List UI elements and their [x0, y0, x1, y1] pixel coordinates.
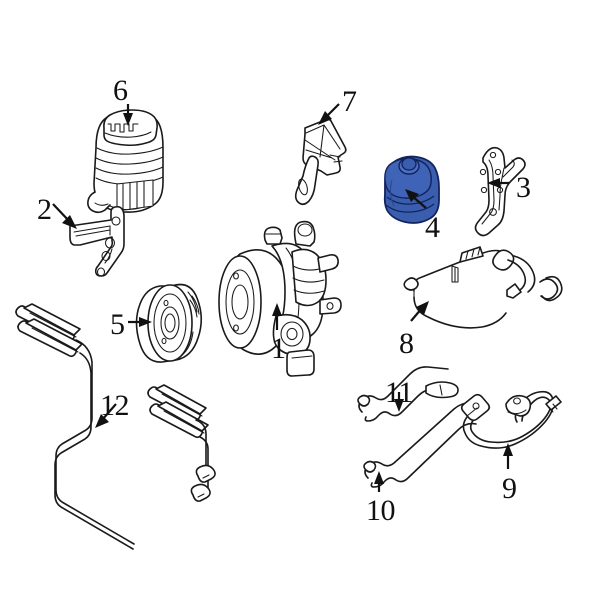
part-2-reservoir-mounting-bracket — [69, 205, 125, 277]
part-11-return-hose-upper — [357, 366, 459, 422]
callout-number-11: 11 — [385, 376, 413, 409]
part-8-pressure-hose-assembly — [403, 246, 563, 329]
part-9-return-hose-lower — [460, 390, 562, 449]
part-5-pump-pulley — [135, 283, 203, 363]
callout-number-7: 7 — [342, 85, 357, 118]
callout-number-2: 2 — [37, 193, 52, 226]
callout-number-12: 12 — [100, 389, 130, 422]
part-1-power-steering-pump — [218, 220, 342, 377]
part-10-suction-hose — [363, 402, 477, 488]
callout-number-8: 8 — [399, 327, 414, 360]
callout-number-6: 6 — [113, 74, 128, 107]
callout-leader-lines — [52, 103, 513, 492]
callout-number-5: 5 — [110, 308, 125, 341]
part-12-fluid-cooler-line — [15, 303, 216, 550]
callout-number-9: 9 — [502, 472, 517, 505]
part-7-hose-retaining-bracket — [294, 118, 347, 206]
callout-number-3: 3 — [516, 171, 531, 204]
callout-number-4: 4 — [425, 211, 440, 244]
callout-number-10: 10 — [366, 494, 396, 527]
part-3-pump-support-bracket — [474, 146, 526, 237]
callout-number-1: 1 — [271, 332, 286, 365]
part-6-fluid-reservoir-tank — [87, 109, 164, 214]
